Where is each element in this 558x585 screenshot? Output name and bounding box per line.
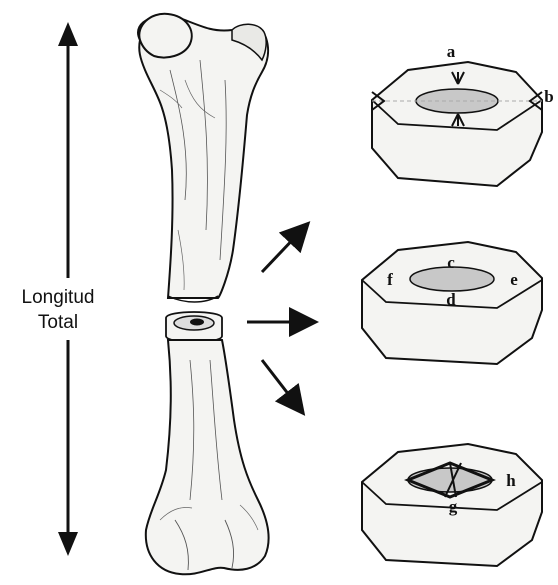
section-disc-top (372, 62, 542, 186)
point-label-d: d (446, 290, 456, 309)
total-length-label-line1: Longitud (22, 287, 95, 308)
arrow-up-right-icon (262, 232, 300, 272)
point-label-h: h (506, 471, 516, 490)
point-label-c: c (447, 253, 455, 272)
arrow-down-right-icon (262, 360, 296, 404)
femur-upper-part (138, 14, 268, 302)
point-label-e: e (510, 270, 518, 289)
point-label-b: b (544, 87, 553, 106)
femur-lower-part (146, 340, 269, 574)
femur-cut-section (166, 312, 222, 342)
total-length-label-line2: Total (38, 312, 78, 333)
point-label-a: a (447, 42, 456, 61)
point-label-f: f (387, 270, 393, 289)
point-label-g: g (449, 497, 458, 516)
